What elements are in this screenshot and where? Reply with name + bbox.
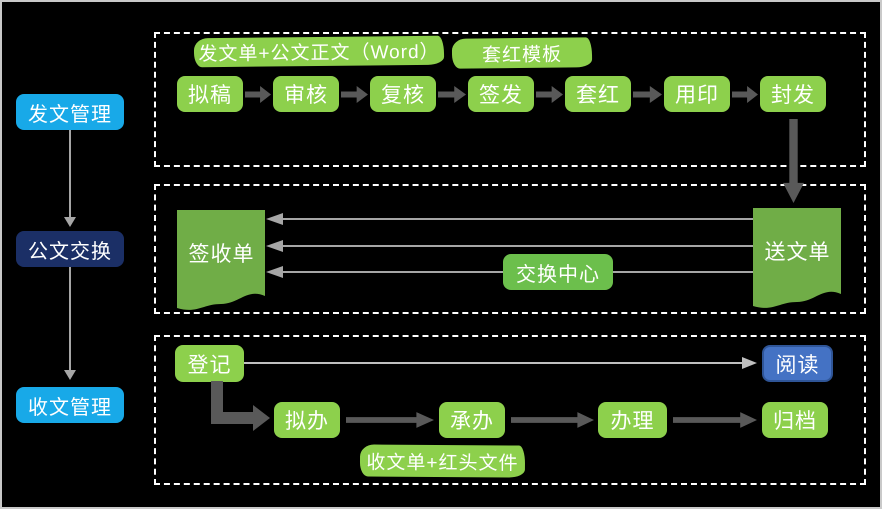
annotation-incoming-doc: 收文单+红头文件 — [359, 444, 526, 478]
annotation-outgoing-doc: 发文单+公文正文（Word） — [193, 35, 445, 68]
arrow-down-icon — [64, 217, 76, 227]
flow-step-archive: 归档 — [762, 402, 828, 438]
arrow-left-icon — [266, 266, 283, 278]
sidebar-connector-line — [69, 267, 71, 370]
exchange-center-node: 交换中心 — [503, 254, 613, 290]
receipt-doc-shape: 签收单 — [177, 210, 266, 312]
receipt-doc-label: 签收单 — [188, 243, 255, 266]
elbow-arrow-horizontal — [211, 412, 255, 424]
register-read-line — [244, 362, 742, 364]
sidebar-connector-line — [69, 130, 71, 217]
arrow-down-icon — [64, 370, 76, 380]
flow-step-review: 审核 — [273, 76, 339, 112]
flow-step-redhead: 套红 — [565, 76, 631, 112]
arrow-right-icon — [742, 357, 757, 369]
incoming-section-frame — [154, 335, 866, 485]
delivery-doc-shape: 送文单 — [753, 208, 842, 310]
annotation-red-template: 套红模板 — [451, 37, 593, 69]
flow-step-seal: 用印 — [664, 76, 730, 112]
exchange-section-frame — [154, 184, 866, 314]
arrow-left-icon — [266, 240, 283, 252]
flow-step-handle: 承办 — [439, 402, 505, 438]
outgoing-section-frame — [154, 32, 866, 167]
exchange-line — [282, 245, 753, 247]
exchange-line — [282, 218, 753, 220]
flow-step-recheck: 复核 — [370, 76, 436, 112]
flow-step-sign: 签发 — [468, 76, 534, 112]
flow-step-dispatch: 封发 — [760, 76, 826, 112]
flow-step-register: 登记 — [175, 345, 244, 382]
sidebar-node-exchange: 公文交换 — [16, 231, 124, 267]
arrow-left-icon — [266, 213, 283, 225]
sidebar-node-incoming: 收文管理 — [16, 387, 124, 423]
flow-step-draft: 拟稿 — [177, 76, 243, 112]
flow-step-propose: 拟办 — [274, 402, 340, 438]
arrow-right-icon — [253, 405, 270, 431]
flow-step-process: 办理 — [598, 402, 667, 438]
sidebar-node-outgoing: 发文管理 — [16, 94, 124, 130]
flow-step-read: 阅读 — [762, 345, 833, 382]
delivery-doc-label: 送文单 — [764, 241, 831, 264]
